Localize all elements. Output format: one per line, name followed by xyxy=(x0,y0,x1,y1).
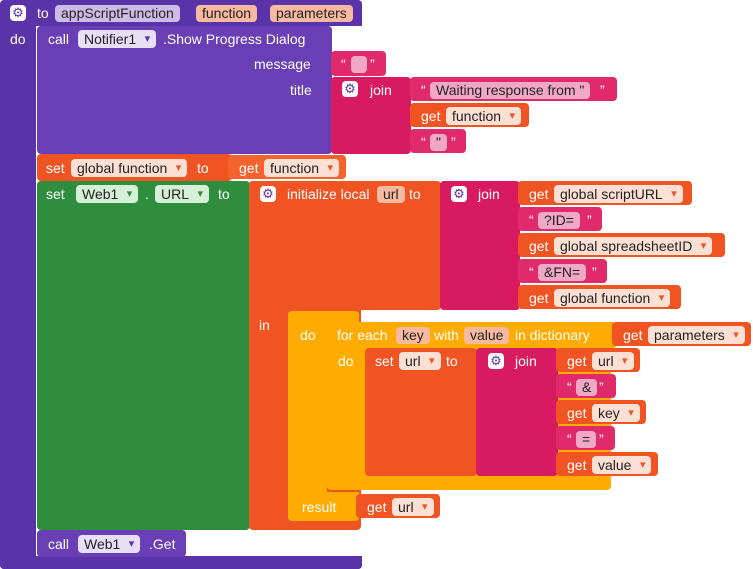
procedure-do-label: do xyxy=(10,31,26,47)
for-each-do-label: do xyxy=(338,353,354,369)
loop-join-item-1-open-quote: “ xyxy=(567,379,572,395)
url-join-item-4-dropdown[interactable]: global function xyxy=(554,289,671,307)
loop-join-item-3-value[interactable]: = xyxy=(576,431,597,448)
loop-join-item-3-close-quote: ” xyxy=(599,431,604,447)
set-url-to-label: to xyxy=(218,186,230,202)
set-url-dot: . xyxy=(145,186,149,202)
show-progress-dialog-method: .Show Progress Dialog xyxy=(163,31,306,47)
set-local-var-dropdown[interactable]: url xyxy=(399,352,441,370)
loop-join-item-4-dropdown[interactable]: value xyxy=(592,456,652,474)
init-local-var-field[interactable]: url xyxy=(377,186,405,203)
title-text1-value[interactable]: Waiting response from " xyxy=(430,82,591,99)
call-get-call-label: call xyxy=(48,536,70,552)
title-text1-close-quote: ” xyxy=(600,82,605,98)
title-join-label: join xyxy=(370,82,392,98)
set-url-set-label: set xyxy=(46,186,65,202)
procedure-gear-icon[interactable]: ⚙ xyxy=(10,5,26,21)
set-global-var-dropdown[interactable]: global function xyxy=(71,159,188,177)
loop-join-item-3-open-quote: “ xyxy=(567,431,572,447)
set-global-get-dropdown[interactable]: function xyxy=(264,159,340,177)
url-join-item-1-open-quote: “ xyxy=(529,212,534,228)
notifier-component-dropdown[interactable]: Notifier1 xyxy=(78,30,157,48)
loop-join-item-0-dropdown[interactable]: url xyxy=(592,352,634,370)
dict-get-label: get xyxy=(623,327,643,343)
set-local-to-label: to xyxy=(446,353,458,369)
url-join-item-0-dropdown[interactable]: global scriptURL xyxy=(554,185,683,203)
param-parameters[interactable]: parameters xyxy=(270,5,353,22)
url-join-item-3-close-quote: ” xyxy=(592,264,597,280)
param-function[interactable]: function xyxy=(196,5,258,22)
loop-join-item-0-get-label: get xyxy=(567,353,587,369)
init-local-in-label: in xyxy=(259,317,270,333)
set-url-component-dropdown[interactable]: Web1 xyxy=(76,185,139,203)
loop-join-item-1-close-quote: ” xyxy=(599,379,604,395)
init-local-gear-icon[interactable]: ⚙ xyxy=(260,186,276,202)
call-label: call xyxy=(48,31,70,47)
loop-join-item-1-value[interactable]: & xyxy=(576,379,598,396)
url-join-item-1-value[interactable]: ?ID= xyxy=(538,212,580,229)
call-get-component-dropdown[interactable]: Web1 xyxy=(78,535,141,553)
message-socket-label: message xyxy=(254,56,311,72)
procedure-to-label: to xyxy=(37,5,49,21)
message-text-value[interactable] xyxy=(351,56,367,73)
init-local-label: initialize local xyxy=(287,186,370,202)
url-join-label: join xyxy=(478,186,500,202)
url-join-item-2-get-label: get xyxy=(529,238,549,254)
url-join-item-2-dropdown[interactable]: global spreadsheetID xyxy=(554,237,713,255)
set-global-get-label: get xyxy=(239,160,259,176)
loop-join-item-2-dropdown[interactable]: key xyxy=(592,404,640,422)
url-join-block[interactable] xyxy=(440,181,520,310)
url-join-item-0-get-label: get xyxy=(529,186,549,202)
set-global-set-label: set xyxy=(46,160,65,176)
message-close-quote: ” xyxy=(370,56,375,72)
result-get-dropdown[interactable]: url xyxy=(392,498,434,516)
url-join-item-4-get-label: get xyxy=(529,290,549,306)
do-label: do xyxy=(300,327,316,343)
for-each-with-label: with xyxy=(434,327,459,343)
loop-join-gear-icon[interactable]: ⚙ xyxy=(488,353,504,369)
url-join-item-1-close-quote: ” xyxy=(587,212,592,228)
url-join-item-3-open-quote: “ xyxy=(529,264,534,280)
loop-join-block[interactable] xyxy=(476,348,558,476)
set-url-property-dropdown[interactable]: URL xyxy=(155,185,210,203)
for-each-in-dictionary-label: in dictionary xyxy=(515,327,590,343)
title-text2-close-quote: ” xyxy=(451,134,456,150)
for-each-label: for each xyxy=(337,327,388,343)
for-each-key-field[interactable]: key xyxy=(396,327,430,344)
title-text1-open-quote: “ xyxy=(421,82,426,98)
result-get-label: get xyxy=(367,499,387,515)
title-get-function-dropdown[interactable]: function xyxy=(446,107,522,125)
loop-join-item-2-get-label: get xyxy=(567,405,587,421)
result-label: result xyxy=(302,499,337,515)
call-get-method: .Get xyxy=(149,536,176,552)
title-join-gear-icon[interactable]: ⚙ xyxy=(342,81,358,97)
dict-get-dropdown[interactable]: parameters xyxy=(648,326,745,344)
message-open-quote: “ xyxy=(341,56,346,72)
set-global-to-label: to xyxy=(197,160,209,176)
for-each-value-field[interactable]: value xyxy=(464,327,510,344)
title-get-label: get xyxy=(421,108,441,124)
url-join-item-3-value[interactable]: &FN= xyxy=(538,264,587,281)
procedure-name-field[interactable]: appScriptFunction xyxy=(55,5,180,22)
title-socket-label: title xyxy=(290,82,312,98)
url-join-gear-icon[interactable]: ⚙ xyxy=(451,186,467,202)
loop-join-item-4-get-label: get xyxy=(567,457,587,473)
initialize-local-header xyxy=(249,181,441,310)
init-local-to-label: to xyxy=(409,186,421,202)
loop-join-label: join xyxy=(515,353,537,369)
title-text2-open-quote: “ xyxy=(421,134,426,150)
title-text2-value[interactable]: " xyxy=(430,134,447,151)
set-web1-url-block[interactable] xyxy=(37,181,250,530)
procedure-footer xyxy=(0,556,362,569)
set-local-set-label: set xyxy=(375,353,394,369)
